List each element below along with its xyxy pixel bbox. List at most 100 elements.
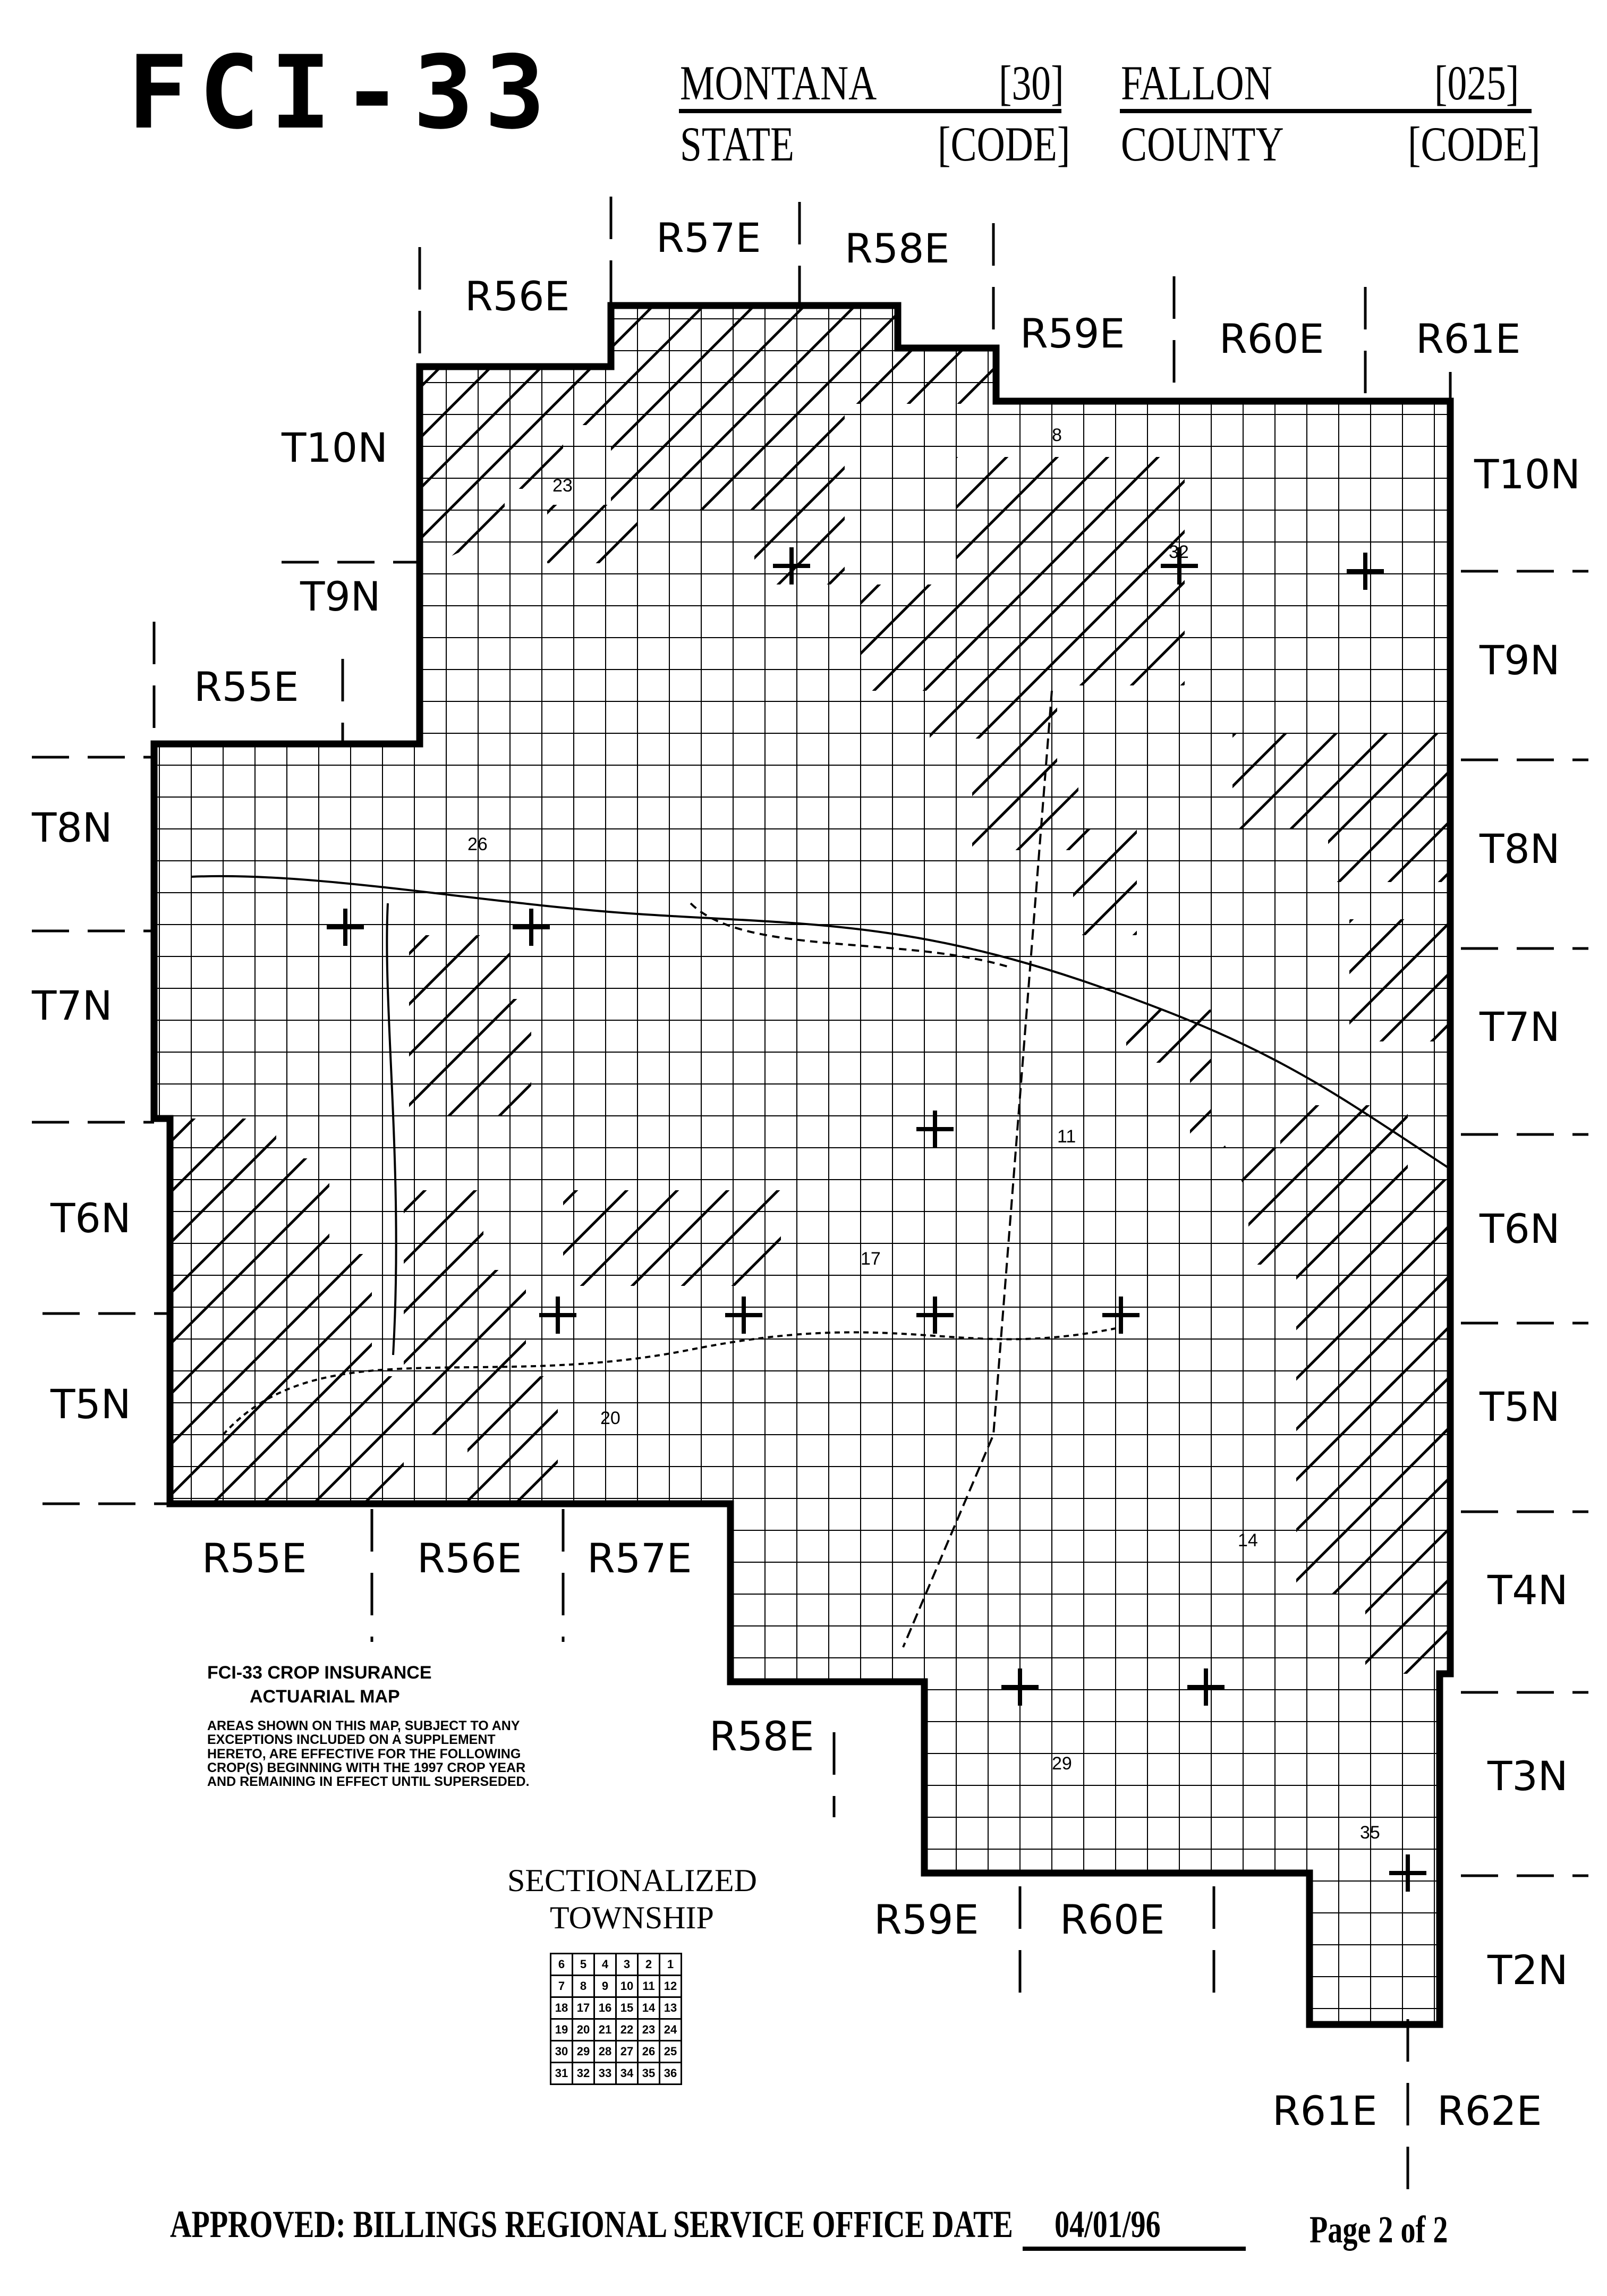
date-underline bbox=[1023, 2247, 1246, 2251]
sectionalized-title-line2: TOWNSHIP bbox=[550, 1900, 714, 1935]
form-id-title: FCI-33 bbox=[127, 34, 556, 151]
township-label-t7n-left: T7N bbox=[32, 982, 113, 1029]
township-grid-cell: 27 bbox=[615, 2040, 639, 2063]
township-label-t10n-right: T10N bbox=[1474, 451, 1580, 498]
township-grid-cell: 6 bbox=[550, 1953, 573, 1976]
county-name: FALLON bbox=[1121, 56, 1272, 110]
township-grid-cell: 34 bbox=[615, 2062, 639, 2085]
township-center-crosses bbox=[327, 547, 1426, 1892]
township-grid-cell: 11 bbox=[637, 1975, 660, 1998]
township-grid-cell: 12 bbox=[659, 1975, 682, 1998]
hatched-areas bbox=[170, 306, 1450, 1674]
approved-text: APPROVED: BILLINGS REGIONAL SERVICE OFFI… bbox=[170, 2203, 925, 2246]
section-number: 23 bbox=[552, 476, 573, 496]
legend-title-line1: FCI-33 CROP INSURANCE bbox=[207, 1663, 432, 1683]
range-label-r55e-bottom: R55E bbox=[202, 1535, 307, 1582]
state-name: MONTANA bbox=[680, 56, 877, 110]
section-number: 35 bbox=[1360, 1823, 1380, 1843]
state-code-label: [CODE] bbox=[938, 117, 1070, 171]
range-label-r56e-bottom: R56E bbox=[417, 1535, 522, 1582]
state-label: STATE bbox=[680, 117, 794, 171]
township-grid-cell: 25 bbox=[659, 2040, 682, 2063]
township-grid-cell: 3 bbox=[615, 1953, 639, 1976]
legend-note: AREAS SHOWN ON THIS MAP, SUBJECT TO ANY … bbox=[207, 1718, 530, 1789]
township-grid-cell: 10 bbox=[615, 1975, 639, 1998]
range-label-r58e-top: R58E bbox=[845, 225, 950, 272]
township-grid-cell: 4 bbox=[593, 1953, 617, 1976]
township-label-t10n-left: T10N bbox=[282, 424, 388, 471]
state-code: [30] bbox=[999, 56, 1064, 110]
township-grid-cell: 14 bbox=[637, 1996, 660, 2020]
township-grid-cell: 5 bbox=[572, 1953, 595, 1976]
section-number: 26 bbox=[467, 834, 488, 854]
township-grid-cell: 26 bbox=[637, 2040, 660, 2063]
township-grid-cell: 1 bbox=[659, 1953, 682, 1976]
section-number: 8 bbox=[1052, 425, 1062, 445]
section-number: 20 bbox=[600, 1408, 620, 1428]
township-grid-cell: 8 bbox=[572, 1975, 595, 1998]
township-ticks bbox=[32, 561, 1588, 1877]
township-label-t5n-right: T5N bbox=[1480, 1383, 1560, 1430]
range-label-r56e-top: R56E bbox=[465, 273, 570, 320]
range-label-r61e-top: R61E bbox=[1416, 315, 1521, 362]
section-number: 11 bbox=[1057, 1126, 1076, 1147]
county-underline bbox=[1120, 109, 1532, 113]
range-ticks bbox=[152, 197, 1452, 2205]
township-label-t5n-left: T5N bbox=[50, 1380, 131, 1428]
township-label-t6n-left: T6N bbox=[50, 1194, 131, 1242]
county-label: COUNTY bbox=[1121, 117, 1284, 171]
range-label-r59e-top: R59E bbox=[1020, 310, 1125, 357]
township-grid-cell: 15 bbox=[615, 1996, 639, 2020]
township-grid-cell: 31 bbox=[550, 2062, 573, 2085]
township-label-t3n: T3N bbox=[1487, 1752, 1568, 1800]
township-grid-cell: 36 bbox=[659, 2062, 682, 2085]
township-label-t9n-right: T9N bbox=[1480, 637, 1560, 684]
state-underline bbox=[679, 109, 1061, 113]
page-number: Page 2 of 2 bbox=[1310, 2208, 1448, 2251]
section-number: 17 bbox=[861, 1249, 881, 1269]
township-grid-cell: 9 bbox=[593, 1975, 617, 1998]
township-grid-cell: 16 bbox=[593, 1996, 617, 2020]
township-grid-cell: 17 bbox=[572, 1996, 595, 2020]
township-label-t8n-left: T8N bbox=[32, 804, 113, 851]
range-label-r60e-top: R60E bbox=[1219, 315, 1324, 362]
range-label-r59e-bottom: R59E bbox=[874, 1896, 979, 1943]
section-number: 32 bbox=[1169, 542, 1189, 562]
township-grid-cell: 7 bbox=[550, 1975, 573, 1998]
range-label-r57e-top: R57E bbox=[656, 214, 761, 261]
section-number: 14 bbox=[1238, 1530, 1258, 1551]
date-value: 04/01/96 bbox=[1055, 2203, 1161, 2246]
township-label-t9n-left: T9N bbox=[300, 573, 381, 620]
county-boundary bbox=[150, 302, 1454, 2028]
township-grid-cell: 19 bbox=[550, 2018, 573, 2041]
range-label-r61e-bottom: R61E bbox=[1272, 2087, 1378, 2134]
legend-title-line2: ACTUARIAL MAP bbox=[250, 1687, 400, 1707]
township-label-t2n: T2N bbox=[1487, 1946, 1568, 1994]
township-grid-cell: 24 bbox=[659, 2018, 682, 2041]
township-grid-cell: 22 bbox=[615, 2018, 639, 2041]
section-number: 29 bbox=[1052, 1753, 1072, 1774]
township-label-t4n: T4N bbox=[1487, 1566, 1568, 1614]
township-grid-cell: 30 bbox=[550, 2040, 573, 2063]
range-label-r62e-bottom: R62E bbox=[1437, 2087, 1542, 2134]
date-label: DATE bbox=[932, 2203, 1013, 2246]
township-grid-cell: 21 bbox=[593, 2018, 617, 2041]
township-label-t6n-right: T6N bbox=[1480, 1205, 1560, 1252]
township-grid-cell: 2 bbox=[637, 1953, 660, 1976]
range-label-r57e-bottom: R57E bbox=[587, 1535, 692, 1582]
range-label-r55e-top: R55E bbox=[194, 663, 299, 710]
range-label-r58e-bottom: R58E bbox=[709, 1713, 814, 1760]
roads-and-streams bbox=[191, 690, 1451, 1648]
county-code: [025] bbox=[1434, 56, 1519, 110]
township-grid-cell: 29 bbox=[572, 2040, 595, 2063]
township-grid-cell: 23 bbox=[637, 2018, 660, 2041]
county-code-label: [CODE] bbox=[1408, 117, 1541, 171]
sectionalized-title-line1: SECTIONALIZED bbox=[507, 1863, 757, 1898]
township-grid-cell: 33 bbox=[593, 2062, 617, 2085]
